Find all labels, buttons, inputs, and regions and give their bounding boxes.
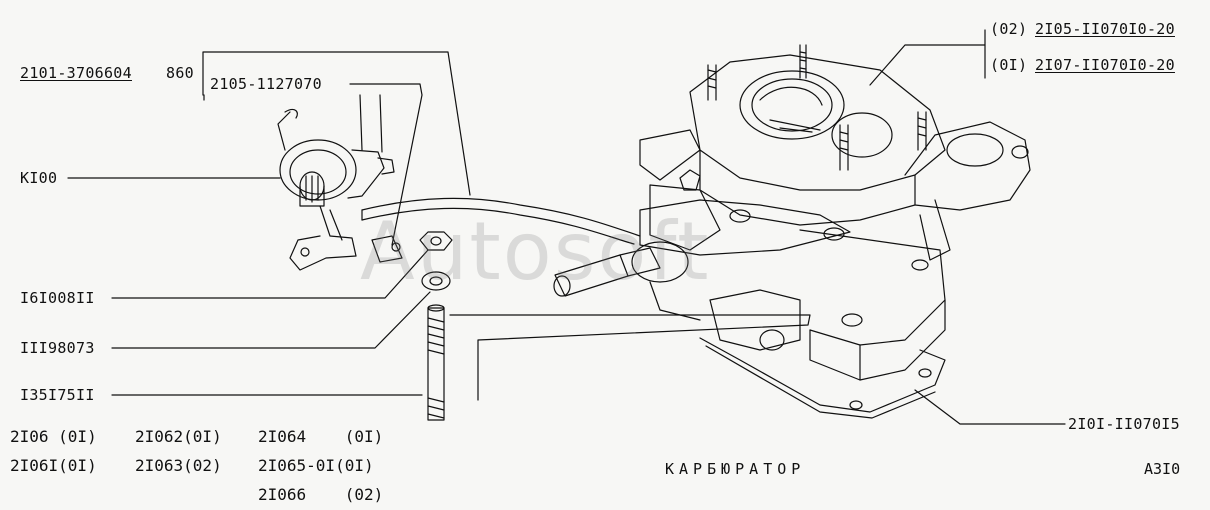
callout-ki00: KI00 xyxy=(20,169,58,187)
callout-right-bottom: 2I0I-II070I5 xyxy=(1068,415,1180,433)
callout-right-top-b-prefix: (0I) xyxy=(990,56,1028,74)
page-title: КАРБЮРАТОР xyxy=(665,460,806,478)
model-r1c1: 2I06 (0I) xyxy=(10,427,97,446)
vacuum-corrector xyxy=(277,94,395,271)
callout-right-top-b-part: 2I07-II070I0-20 xyxy=(1035,56,1175,74)
callout-i35i75ii: I35I75II xyxy=(20,386,95,404)
callout-i61008ii: I6I008II xyxy=(20,289,95,307)
link-rod xyxy=(361,197,641,245)
callout-link-rod: 2105-1127070 xyxy=(210,75,322,93)
small-parts xyxy=(371,231,453,421)
callout-right-top-a-part: 2I05-II070I0-20 xyxy=(1035,20,1175,38)
leader-lines xyxy=(67,29,1066,425)
watermark-text: Autosoft xyxy=(360,205,711,298)
model-r2c1: 2I06I(0I) xyxy=(10,456,97,475)
carburetor-body xyxy=(553,44,1031,419)
callout-qty-860: 860 xyxy=(166,64,194,82)
model-r1c3: 2I064 (0I) xyxy=(258,427,384,446)
callout-right-top-a-prefix: (02) xyxy=(990,20,1028,38)
model-r3c3: 2I066 (02) xyxy=(258,485,384,504)
callout-iii98073: III98073 xyxy=(20,339,95,357)
callout-2101-3706604: 2101-3706604 xyxy=(20,64,132,82)
model-r1c2: 2I062(0I) xyxy=(135,427,222,446)
model-r2c3: 2I065-0I(0I) xyxy=(258,456,374,475)
page-number: А3I0 xyxy=(1144,460,1181,478)
model-r2c2: 2I063(02) xyxy=(135,456,222,475)
